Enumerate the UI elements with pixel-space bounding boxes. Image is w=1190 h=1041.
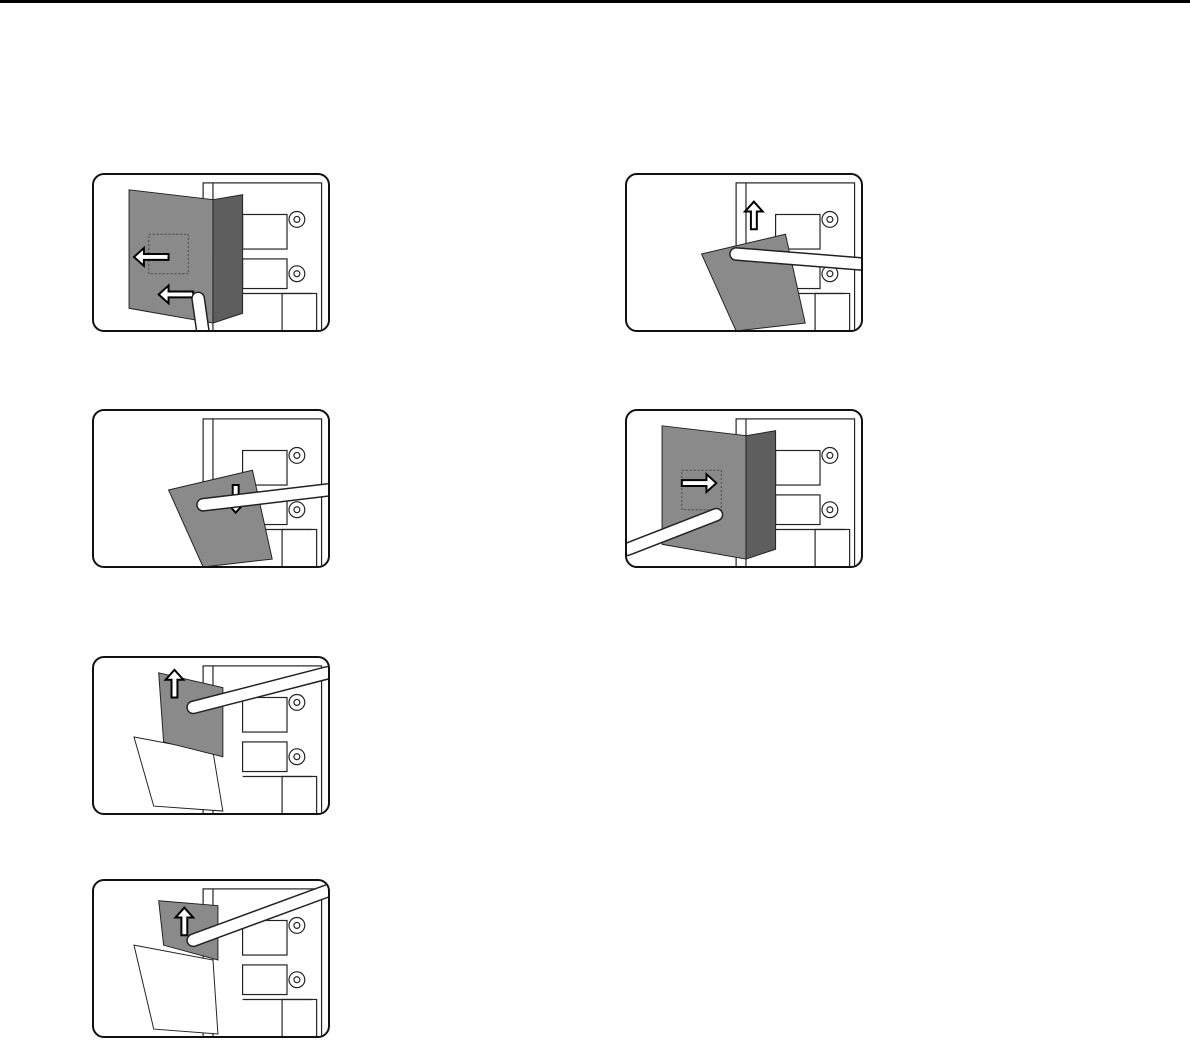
remove-paper-illustration xyxy=(133,883,328,1036)
figure-remove-paper xyxy=(92,879,330,1038)
figure-open-side-cover xyxy=(92,173,330,332)
header-rule xyxy=(0,0,1190,3)
figure-raise-side-cover xyxy=(625,173,863,332)
close-side-cover-illustration xyxy=(627,418,856,566)
lower-side-cover-illustration xyxy=(167,418,328,566)
lift-inner-guide-illustration xyxy=(133,665,328,813)
open-side-cover-illustration xyxy=(128,182,323,330)
figure-lower-side-cover xyxy=(92,409,330,568)
figure-close-side-cover xyxy=(625,409,863,568)
figure-lift-inner-guide xyxy=(92,656,330,815)
raise-side-cover-illustration xyxy=(700,182,861,330)
